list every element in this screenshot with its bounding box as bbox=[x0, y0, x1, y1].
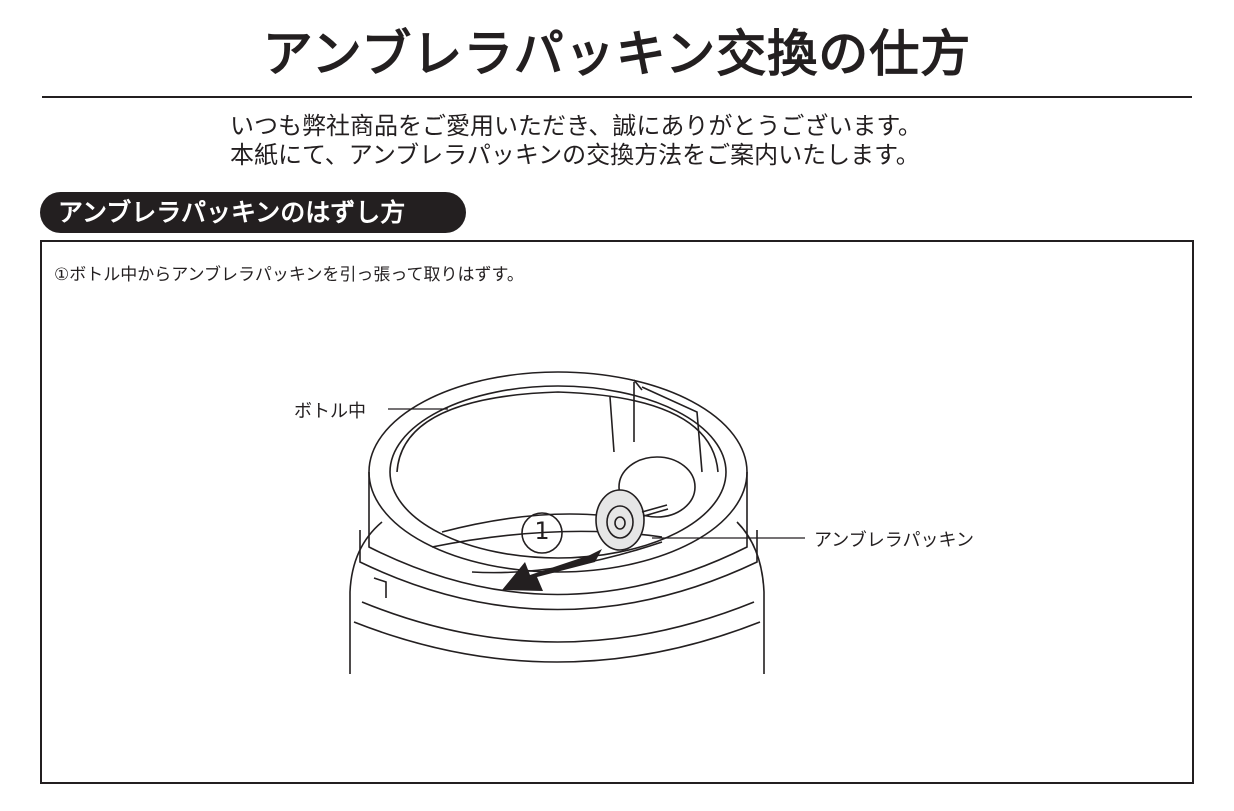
intro-line-2: 本紙にて、アンブレラパッキンの交換方法をご案内いたします。 bbox=[230, 141, 920, 169]
page-title: アンブレラパッキン交換の仕方 bbox=[262, 25, 972, 83]
step-marker: 1 bbox=[534, 517, 550, 545]
intro-line-1: いつも弊社商品をご愛用いただき、誠にありがとうございます。 bbox=[230, 112, 922, 140]
title-divider bbox=[42, 96, 1192, 98]
section-heading: アンブレラパッキンのはずし方 bbox=[40, 192, 466, 233]
intro-text: いつも弊社商品をご愛用いただき、誠にありがとうございます。 本紙にて、アンブレラ… bbox=[230, 112, 922, 170]
label-umbrella-packing: アンブレラパッキン bbox=[814, 530, 975, 551]
bottle-illustration bbox=[349, 371, 805, 674]
pull-arrow-icon bbox=[502, 549, 602, 591]
label-bottle: ボトル中 bbox=[294, 401, 366, 422]
step-1-text: ①ボトル中からアンブレラパッキンを引っ張って取りはずす。 bbox=[54, 265, 524, 285]
instruction-box: ①ボトル中からアンブレラパッキンを引っ張って取りはずす。 ボトル bbox=[40, 240, 1194, 784]
